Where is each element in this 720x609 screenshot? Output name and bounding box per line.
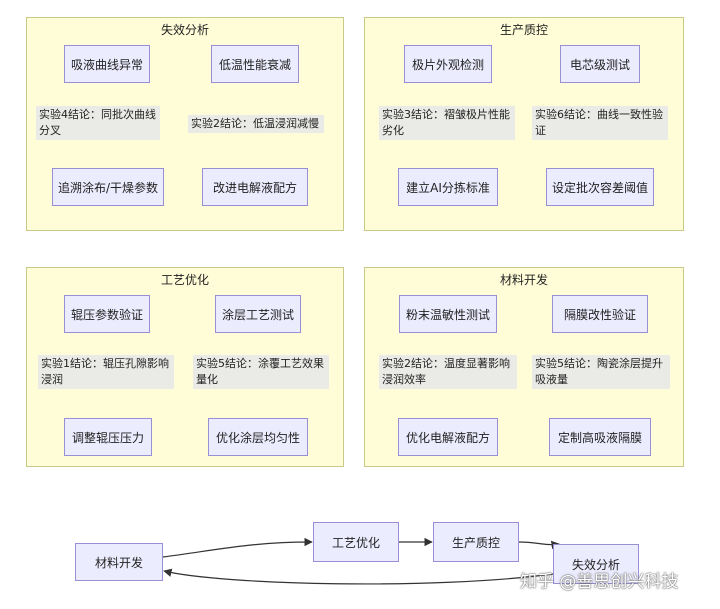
node-batch-tolerance-threshold[interactable]: 设定批次容差阈值	[546, 168, 654, 206]
node-improve-electrolyte-formula[interactable]: 改进电解液配方	[202, 168, 308, 206]
node-adjust-roll-pressure[interactable]: 调整辊压压力	[64, 418, 152, 456]
node-abnormal-absorption-curve[interactable]: 吸液曲线异常	[64, 45, 150, 83]
panel-title: 失效分析	[160, 23, 209, 37]
node-custom-high-absorption-separator[interactable]: 定制高吸液隔膜	[549, 418, 651, 456]
edge-label-exp5-ceramic: 实验5结论：陶瓷涂层提升吸液量	[532, 355, 670, 389]
node-separator-modification-verify[interactable]: 隔膜改性验证	[552, 295, 648, 333]
node-optimize-electrolyte-formula[interactable]: 优化电解液配方	[398, 418, 498, 456]
edge-label-exp1: 实验1结论：辊压孔隙影响浸润	[38, 355, 174, 389]
node-electrode-appearance-inspection[interactable]: 极片外观检测	[404, 45, 492, 83]
flow-node-process-optimization[interactable]: 工艺优化	[313, 522, 399, 562]
edge-label-exp2-temperature: 实验2结论：温度显著影响浸润效率	[379, 355, 517, 389]
edge-label-exp6: 实验6结论：曲线一致性验证	[532, 106, 668, 140]
flow-node-material-development[interactable]: 材料开发	[75, 543, 163, 581]
node-low-temp-performance-decay[interactable]: 低温性能衰减	[211, 45, 299, 83]
edge-label-exp3: 实验3结论：褶皱极片性能劣化	[379, 106, 515, 140]
node-roll-press-param-verify[interactable]: 辊压参数验证	[64, 295, 150, 333]
node-optimize-coating-uniformity[interactable]: 优化涂层均匀性	[208, 418, 308, 456]
edge-label-exp2-low-temp: 实验2结论：低温浸润减慢	[188, 115, 324, 133]
node-cell-level-test[interactable]: 电芯级测试	[560, 45, 640, 83]
panel-title: 材料开发	[499, 273, 548, 287]
node-powder-temp-sensitivity-test[interactable]: 粉末温敏性测试	[399, 295, 497, 333]
node-ai-sorting-standard[interactable]: 建立AI分拣标准	[398, 168, 498, 206]
edge-failure-to-material	[163, 568, 554, 585]
watermark: 知乎 @善思创兴科技	[520, 572, 679, 592]
panel-title: 生产质控	[499, 23, 548, 37]
flow-node-failure-analysis[interactable]: 失效分析	[553, 544, 639, 584]
edge-label-exp4: 实验4结论：同批次曲线分叉	[36, 106, 160, 140]
node-coating-process-test[interactable]: 涂层工艺测试	[215, 295, 301, 333]
edge-label-exp5-coating: 实验5结论：涂覆工艺效果量化	[193, 355, 329, 389]
flow-node-production-qc[interactable]: 生产质控	[433, 522, 519, 562]
edge-material-to-process	[162, 537, 313, 558]
panel-title: 工艺优化	[160, 273, 209, 287]
node-trace-coating-drying-params[interactable]: 追溯涂布/干燥参数	[52, 168, 164, 206]
